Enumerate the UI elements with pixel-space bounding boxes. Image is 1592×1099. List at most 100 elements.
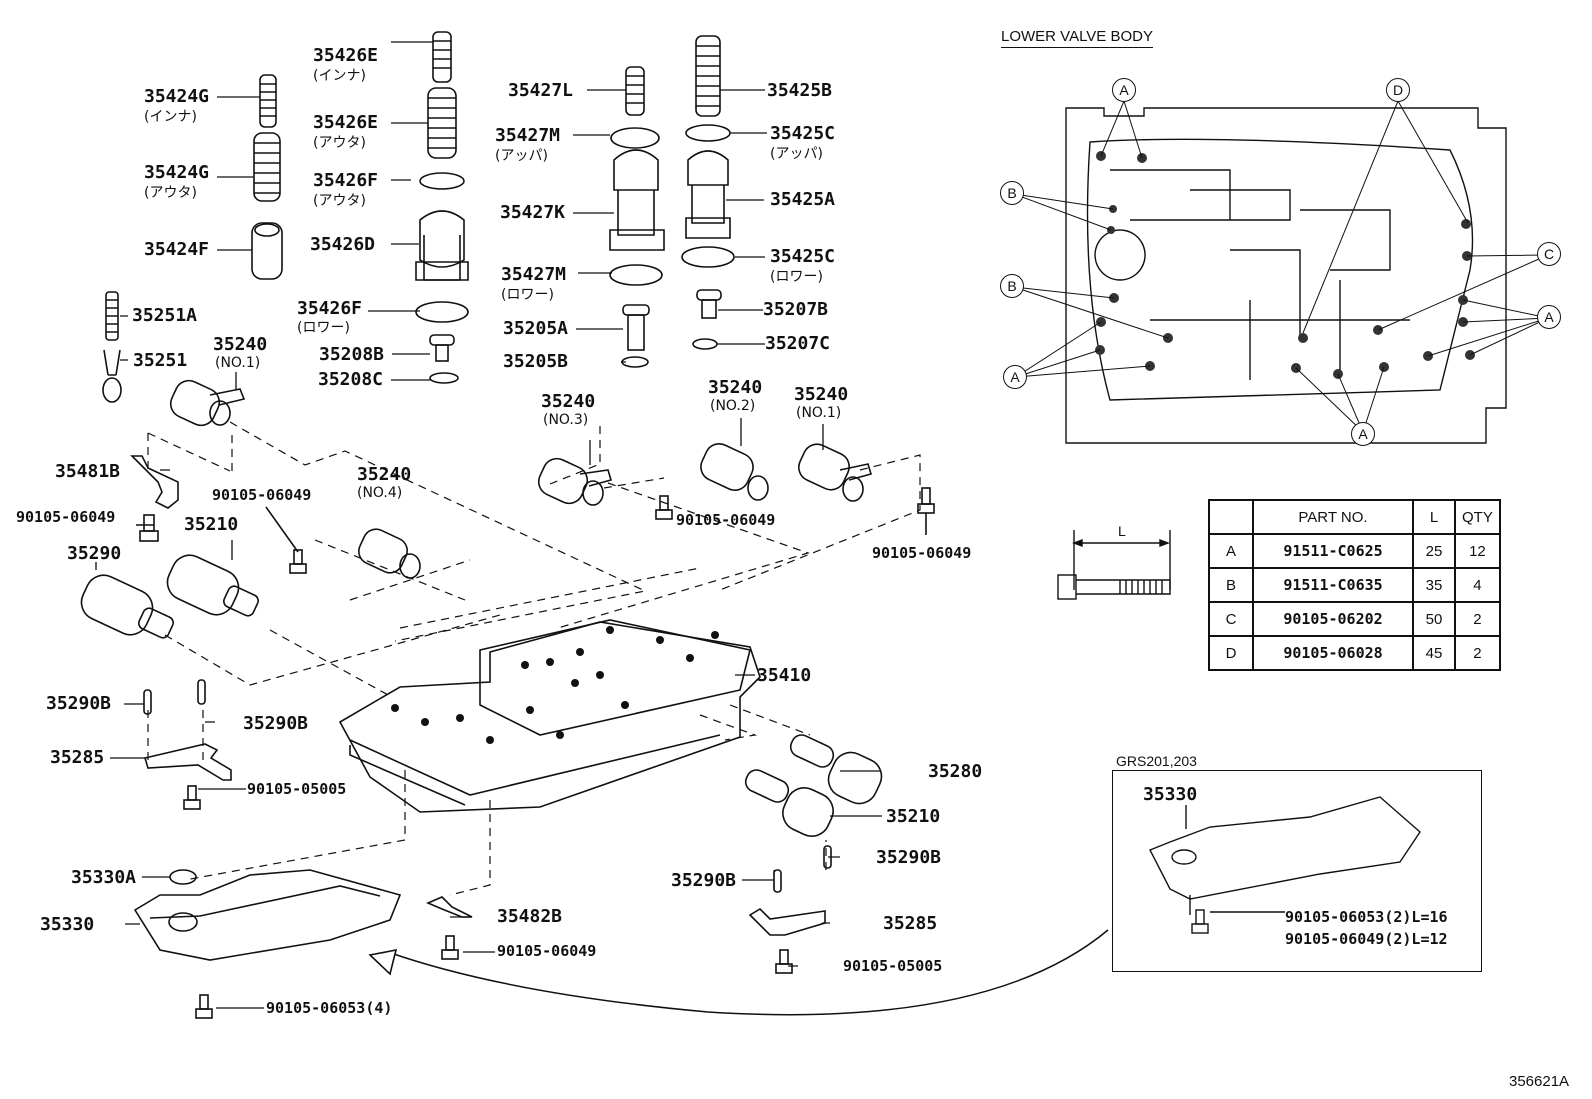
callout-a: A: [1351, 422, 1375, 446]
callout-d: D: [1386, 78, 1410, 102]
part-label-35290b[interactable]: 35290B: [46, 693, 112, 714]
part-label-35240-no2[interactable]: 35240: [708, 377, 763, 398]
row-key: C: [1208, 601, 1254, 637]
part-label-90105-05005[interactable]: 90105-05005: [843, 957, 943, 975]
row-part-no[interactable]: 90105-06028: [1252, 635, 1414, 671]
part-label-35210[interactable]: 35210: [184, 514, 239, 535]
part-label-35290b[interactable]: 35290B: [876, 847, 942, 868]
o-ring-35330a: [169, 869, 197, 885]
part-label-35425a[interactable]: 35425A: [770, 189, 836, 210]
part-note: (インナ): [144, 109, 197, 125]
part-label-35482b[interactable]: 35482B: [497, 906, 563, 927]
arrow-to-inset: [387, 929, 1109, 1016]
bolt-90105-06049-e: [441, 935, 459, 960]
plate-35285-right: [748, 907, 826, 936]
part-label-35426e-outer[interactable]: 35426E: [313, 112, 379, 133]
part-label-35240-no4[interactable]: 35240: [357, 464, 412, 485]
part-label-90105-06049[interactable]: 90105-06049: [212, 486, 312, 504]
solenoid-35240-no2: [700, 443, 769, 501]
part-label-35424g-outer[interactable]: 35424G: [144, 162, 210, 183]
part-label-35290b[interactable]: 35290B: [243, 713, 309, 734]
o-ring-35427m-upper: [610, 127, 660, 149]
part-label-35285[interactable]: 35285: [883, 913, 938, 934]
row-qty: 2: [1454, 601, 1501, 637]
valve-body-35410: [338, 619, 761, 813]
part-label-35426d[interactable]: 35426D: [310, 234, 376, 255]
oil-strainer-35330: [133, 869, 402, 961]
part-label-35426e-inner[interactable]: 35426E: [313, 45, 379, 66]
part-label-35208b[interactable]: 35208B: [319, 344, 385, 365]
plate-35285-left: [143, 743, 232, 781]
part-label-35426f-lower[interactable]: 35426F: [297, 298, 363, 319]
part-label-35427l[interactable]: 35427L: [508, 80, 574, 101]
part-label-35425c-lower[interactable]: 35425C: [770, 246, 836, 267]
row-part-no[interactable]: 91511-C0635: [1252, 567, 1414, 603]
callout-a: A: [1112, 78, 1136, 102]
row-key: A: [1208, 533, 1254, 569]
part-note: (アウタ): [313, 135, 366, 151]
part-label-35424f[interactable]: 35424F: [144, 239, 210, 260]
part-label-35290b[interactable]: 35290B: [671, 870, 737, 891]
part-label-35240-no1-right[interactable]: 35240: [794, 384, 849, 405]
part-note: (NO.1): [215, 355, 261, 371]
part-label-35240-no3[interactable]: 35240: [541, 391, 596, 412]
part-label-35251a[interactable]: 35251A: [132, 305, 198, 326]
row-l: 50: [1412, 601, 1456, 637]
o-ring-35425c-upper: [685, 124, 731, 142]
part-label-35285[interactable]: 35285: [50, 747, 105, 768]
clip-35208c: [429, 372, 459, 384]
callout-b: B: [1000, 274, 1024, 298]
part-label-35425c-upper[interactable]: 35425C: [770, 123, 836, 144]
bolt-90105-06049-a: [139, 514, 159, 542]
inset-bolt-label-l16[interactable]: 90105-06053(2)L=16: [1285, 908, 1448, 926]
bolt-90105-05005-left: [183, 785, 201, 810]
part-label-90105-06049[interactable]: 90105-06049: [497, 942, 597, 960]
part-label-35251[interactable]: 35251: [133, 350, 188, 371]
lower-valve-body-drawing: [1013, 100, 1549, 600]
part-label-35290[interactable]: 35290: [67, 543, 122, 564]
part-label-35330[interactable]: 35330: [40, 914, 95, 935]
part-label-35280[interactable]: 35280: [928, 761, 983, 782]
inset-bolt-label-l12[interactable]: 90105-06049(2)L=12: [1285, 930, 1448, 948]
inset-title: GRS201,203: [1116, 753, 1197, 769]
part-label-35426f-outer[interactable]: 35426F: [313, 170, 379, 191]
part-note: (アウタ): [144, 185, 197, 201]
part-note: (NO.2): [710, 398, 756, 414]
part-note: (ロワー): [297, 320, 350, 336]
part-label-35427m-upper[interactable]: 35427M: [495, 125, 561, 146]
part-label-90105-06053[interactable]: 90105-06053(4): [266, 999, 393, 1017]
part-label-90105-06049[interactable]: 90105-06049: [16, 508, 116, 526]
inset-strainer-drawing: [1149, 796, 1421, 934]
spring-35251a: [105, 291, 119, 341]
part-label-90105-05005[interactable]: 90105-05005: [247, 780, 347, 798]
part-label-90105-06049[interactable]: 90105-06049: [676, 511, 776, 529]
inset-part-label-35330[interactable]: 35330: [1143, 784, 1198, 805]
table-row: A 91511-C0625 25 12: [1208, 533, 1501, 569]
part-label-35207c[interactable]: 35207C: [765, 333, 831, 354]
part-label-35210[interactable]: 35210: [886, 806, 941, 827]
part-label-35240-no1-left[interactable]: 35240: [213, 334, 268, 355]
sleeve-35426d: [415, 210, 469, 281]
part-label-35207b[interactable]: 35207B: [763, 299, 829, 320]
dimension-l-label: L: [1118, 523, 1126, 539]
part-label-35208c[interactable]: 35208C: [318, 369, 384, 390]
part-note: (アッパ): [770, 146, 823, 162]
part-label-90105-06049[interactable]: 90105-06049: [872, 544, 972, 562]
part-note: (NO.3): [543, 412, 589, 428]
part-label-35427m-lower[interactable]: 35427M: [501, 264, 567, 285]
part-label-35410[interactable]: 35410: [757, 665, 812, 686]
bolt-table: PART NO. L QTY A 91511-C0625 25 12 B 915…: [1208, 499, 1501, 671]
part-label-35425b[interactable]: 35425B: [767, 80, 833, 101]
row-part-no[interactable]: 91511-C0625: [1252, 533, 1414, 569]
part-label-35330a[interactable]: 35330A: [71, 867, 137, 888]
part-label-35205a[interactable]: 35205A: [503, 318, 569, 339]
part-label-35481b[interactable]: 35481B: [55, 461, 121, 482]
row-part-no[interactable]: 90105-06202: [1252, 601, 1414, 637]
solenoid-35210-right: [744, 769, 834, 837]
part-label-35427k[interactable]: 35427K: [500, 202, 566, 223]
solenoid-35240-no3: [537, 457, 613, 506]
part-label-35424g-inner[interactable]: 35424G: [144, 86, 210, 107]
bolt-90105-06053-4: [195, 994, 213, 1019]
part-label-35205b[interactable]: 35205B: [503, 351, 569, 372]
bolt-90105-06049-b: [289, 549, 307, 574]
